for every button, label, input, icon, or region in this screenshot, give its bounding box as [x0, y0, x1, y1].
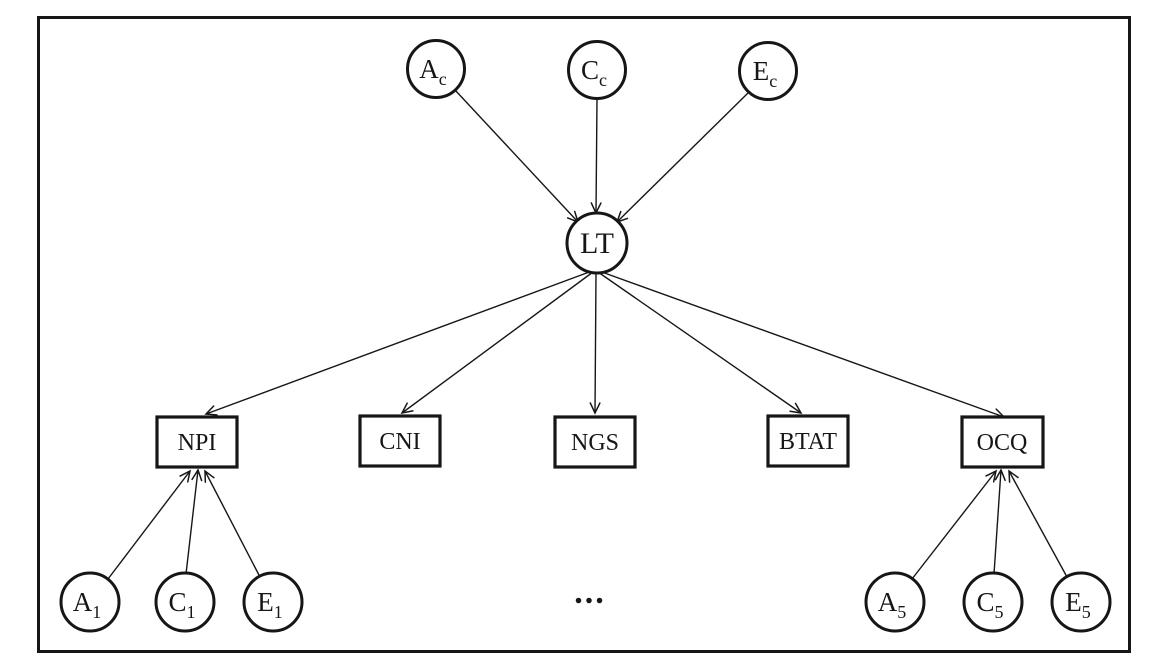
residual-circle-e5: [1050, 571, 1112, 633]
arrow-ac-to-lt: [454, 89, 580, 224]
residual-node-a1: A1: [59, 571, 121, 633]
residual-node-c5: C5: [962, 571, 1024, 633]
residual-circle-a5: [864, 571, 926, 633]
indicator-rect-npi: [155, 415, 239, 469]
arrow-lt-to-ocq: [598, 270, 1006, 419]
ellipsis-text: ...: [574, 574, 606, 611]
residual-circle-a1: [59, 571, 121, 633]
residual-label-a5: A5: [878, 587, 907, 622]
factor-label-ac: Ac: [419, 54, 447, 89]
indicator-label-ocq: OCQ: [977, 430, 1028, 456]
arrow-lt-to-npi: [204, 270, 593, 416]
arrow-c5-to-ocq: [993, 468, 1006, 575]
factor-node-cc: Cc: [567, 40, 627, 100]
indicator-label-ngs: NGS: [571, 430, 619, 456]
arrow-a5-to-ocq: [911, 469, 998, 580]
indicator-rect-ngs: [553, 415, 637, 469]
indicator-box-btat: BTAT: [766, 414, 850, 468]
indicator-label-cni: CNI: [379, 429, 420, 455]
arrow-cc-to-lt: [590, 98, 602, 215]
arrow-e5-to-ocq: [1008, 469, 1068, 578]
residual-circle-c5: [962, 571, 1024, 633]
arrow-c1-to-npi: [185, 468, 203, 575]
factor-circle-ac: [406, 39, 466, 99]
residual-label-a1: A1: [73, 587, 102, 622]
latent-node-lt: LT: [565, 211, 629, 275]
residual-circle-e1: [242, 571, 304, 633]
factor-node-ec: Ec: [738, 41, 798, 101]
indicator-box-ocq: OCQ: [960, 415, 1045, 469]
residual-label-e5: E5: [1065, 587, 1091, 622]
indicator-rect-cni: [358, 414, 442, 468]
residual-node-c1: C1: [154, 571, 216, 633]
arrow-a1-to-npi: [107, 469, 192, 580]
residual-label-e1: E1: [257, 587, 283, 622]
arrow-e1-to-npi: [204, 469, 261, 578]
indicator-box-cni: CNI: [358, 414, 442, 468]
indicator-rect-ocq: [960, 415, 1045, 469]
residual-node-e1: E1: [242, 571, 304, 633]
factor-label-cc: Cc: [581, 55, 607, 90]
arrow-ec-to-lt: [615, 92, 749, 224]
arrow-lt-to-ngs: [589, 272, 601, 415]
factor-circle-cc: [567, 40, 627, 100]
arrow-lt-to-cni: [400, 271, 594, 415]
indicator-label-btat: BTAT: [779, 429, 837, 455]
figure-border: [37, 16, 1131, 653]
factor-circle-ec: [738, 41, 798, 101]
residual-node-a5: A5: [864, 571, 926, 633]
residual-label-c1: C1: [168, 587, 195, 622]
latent-label-lt: LT: [580, 227, 614, 260]
indicator-rect-btat: [766, 414, 850, 468]
factor-label-ec: Ec: [753, 56, 778, 91]
indicator-box-ngs: NGS: [553, 415, 637, 469]
factor-node-ac: Ac: [406, 39, 466, 99]
latent-circle-lt: [565, 211, 629, 275]
residual-node-e5: E5: [1050, 571, 1112, 633]
arrow-lt-to-btat: [597, 271, 803, 414]
residual-label-c5: C5: [976, 587, 1003, 622]
residual-circle-c1: [154, 571, 216, 633]
indicator-box-npi: NPI: [155, 415, 239, 469]
indicator-label-npi: NPI: [178, 430, 217, 456]
